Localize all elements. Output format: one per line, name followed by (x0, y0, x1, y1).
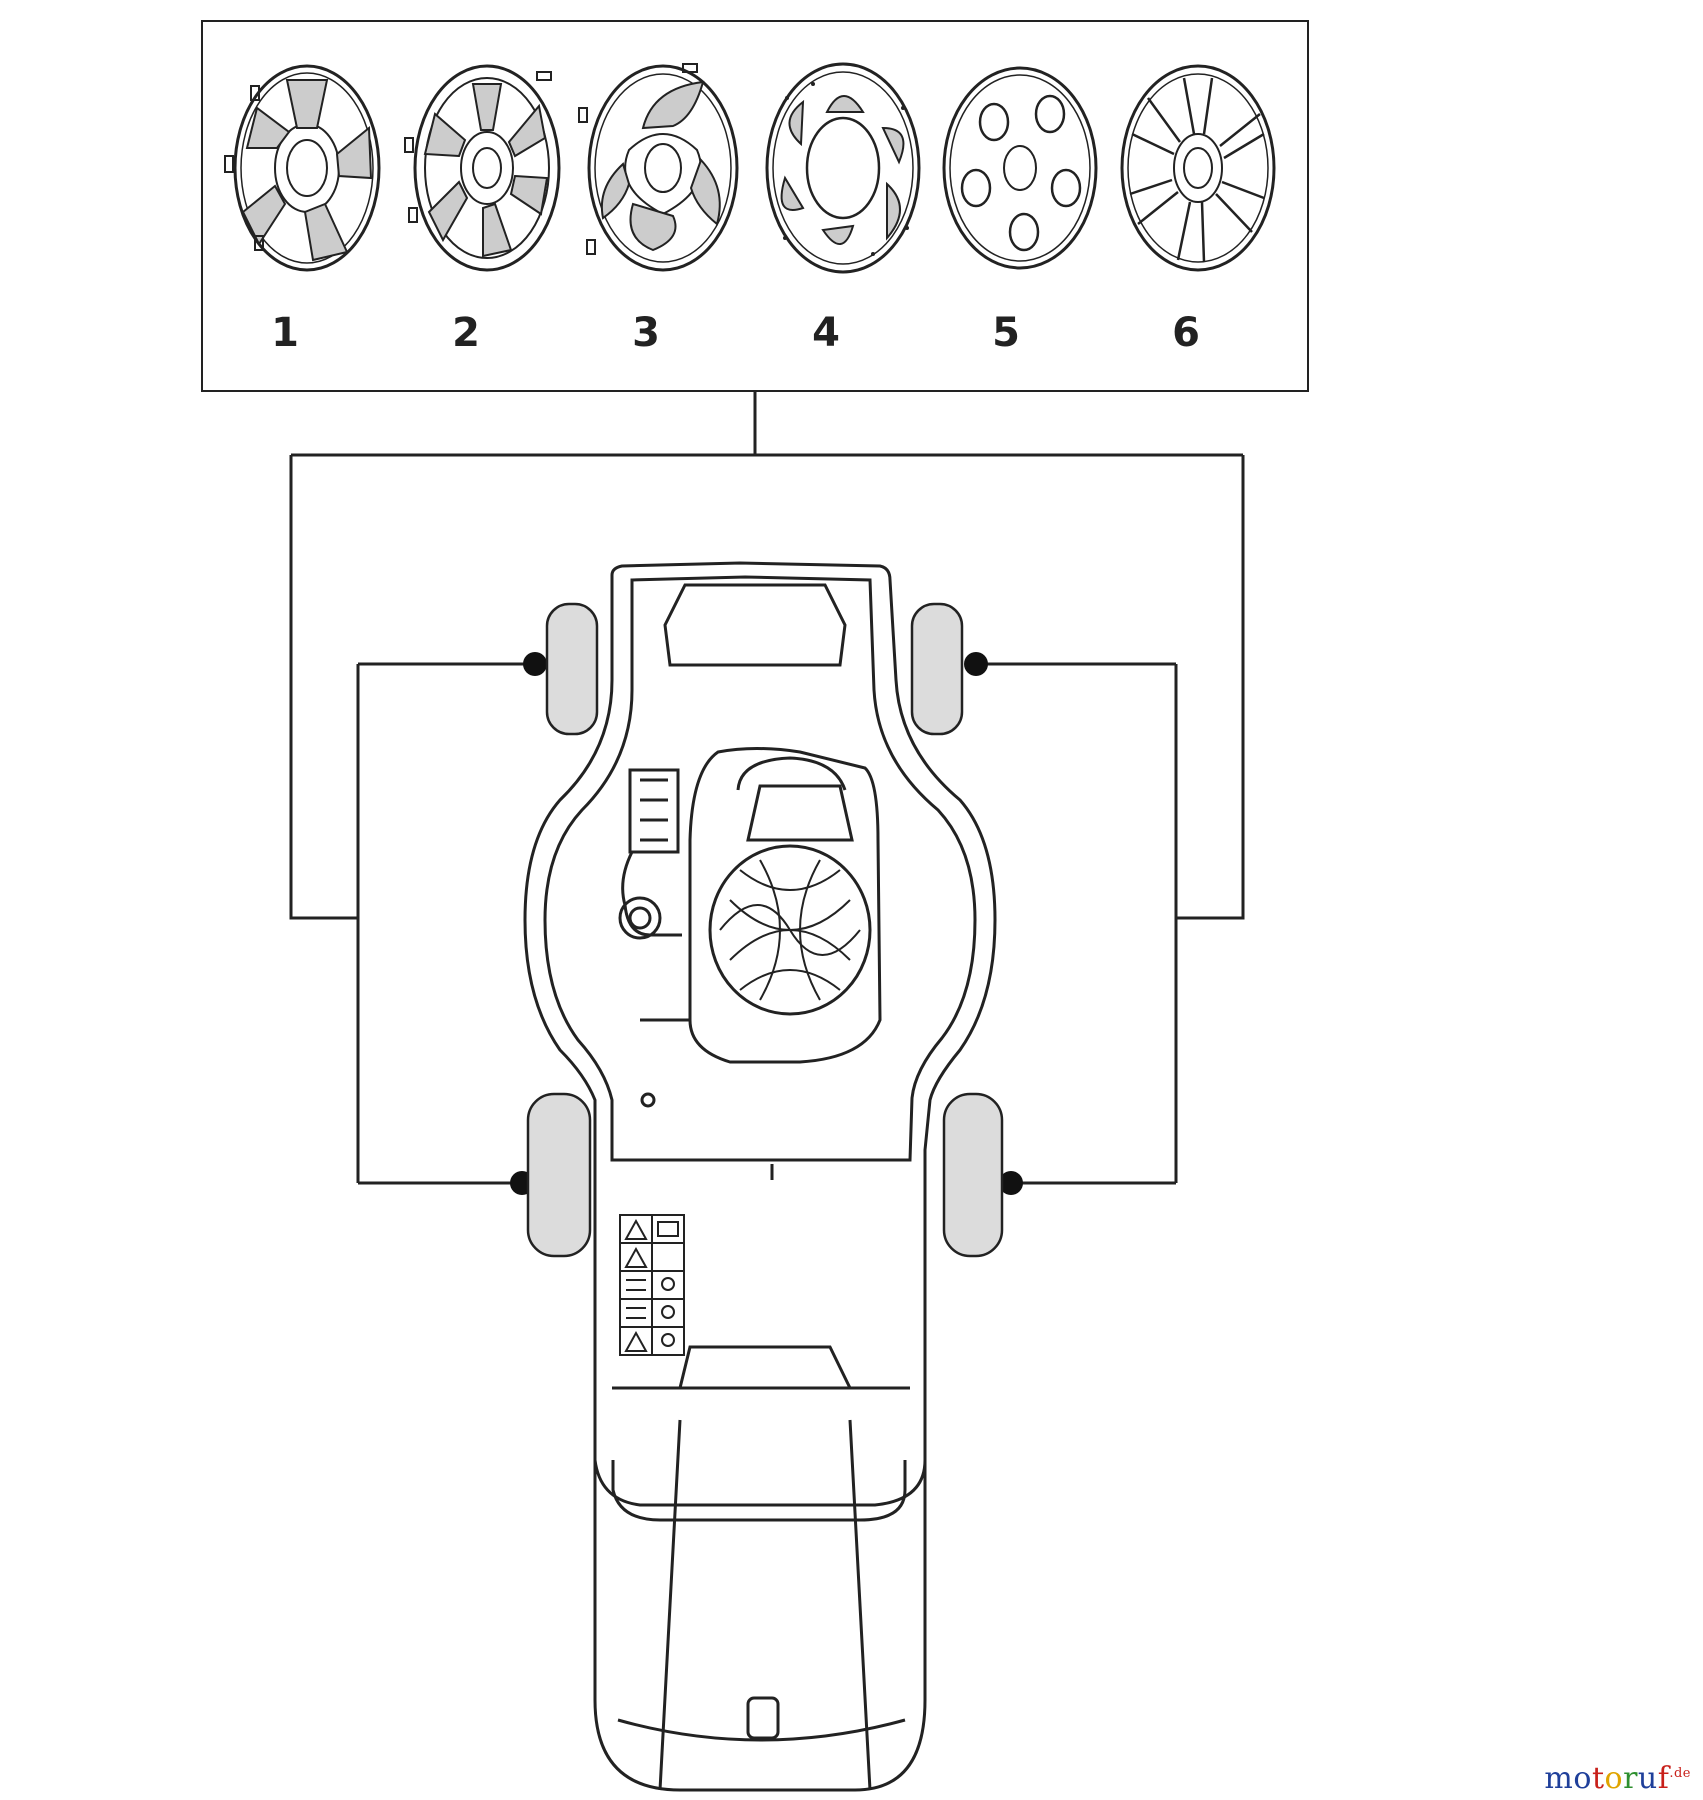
lawn-mower-top-view (523, 561, 997, 1792)
hubcap-style-1-icon (224, 64, 381, 272)
hubcap-number-2: 2 (452, 310, 480, 356)
hubcap-number-1: 1 (271, 310, 299, 356)
watermark-letter: u (1637, 1761, 1658, 1796)
watermark-tld: .de (1669, 1766, 1691, 1781)
warning-label-icon (619, 1214, 685, 1356)
connector-lines (289, 391, 1245, 1185)
engine-icon (618, 747, 882, 1064)
mower-wheels (526, 602, 1004, 1258)
hubcap-style-6-icon (1120, 64, 1276, 272)
hubcap-number-6: 6 (1172, 310, 1200, 356)
watermark-letter: m (1544, 1761, 1574, 1796)
watermark-letter: t (1591, 1761, 1605, 1796)
hubcap-number-4: 4 (812, 310, 840, 356)
hubcap-style-3-icon (578, 63, 739, 272)
watermark-letter: o (1573, 1761, 1592, 1796)
watermark-letter: o (1604, 1761, 1624, 1796)
motoruf-watermark: motoruf.de (1544, 1761, 1691, 1796)
hubcap-style-5-icon (942, 66, 1098, 270)
hubcap-style-2-icon (404, 64, 561, 272)
hubcap-number-3: 3 (632, 310, 660, 356)
watermark-text: motoruf (1544, 1761, 1669, 1796)
hubcap-number-5: 5 (992, 310, 1020, 356)
watermark-letter: r (1623, 1761, 1638, 1796)
watermark-letter: f (1657, 1761, 1670, 1796)
hubcap-style-4-icon (765, 62, 921, 274)
